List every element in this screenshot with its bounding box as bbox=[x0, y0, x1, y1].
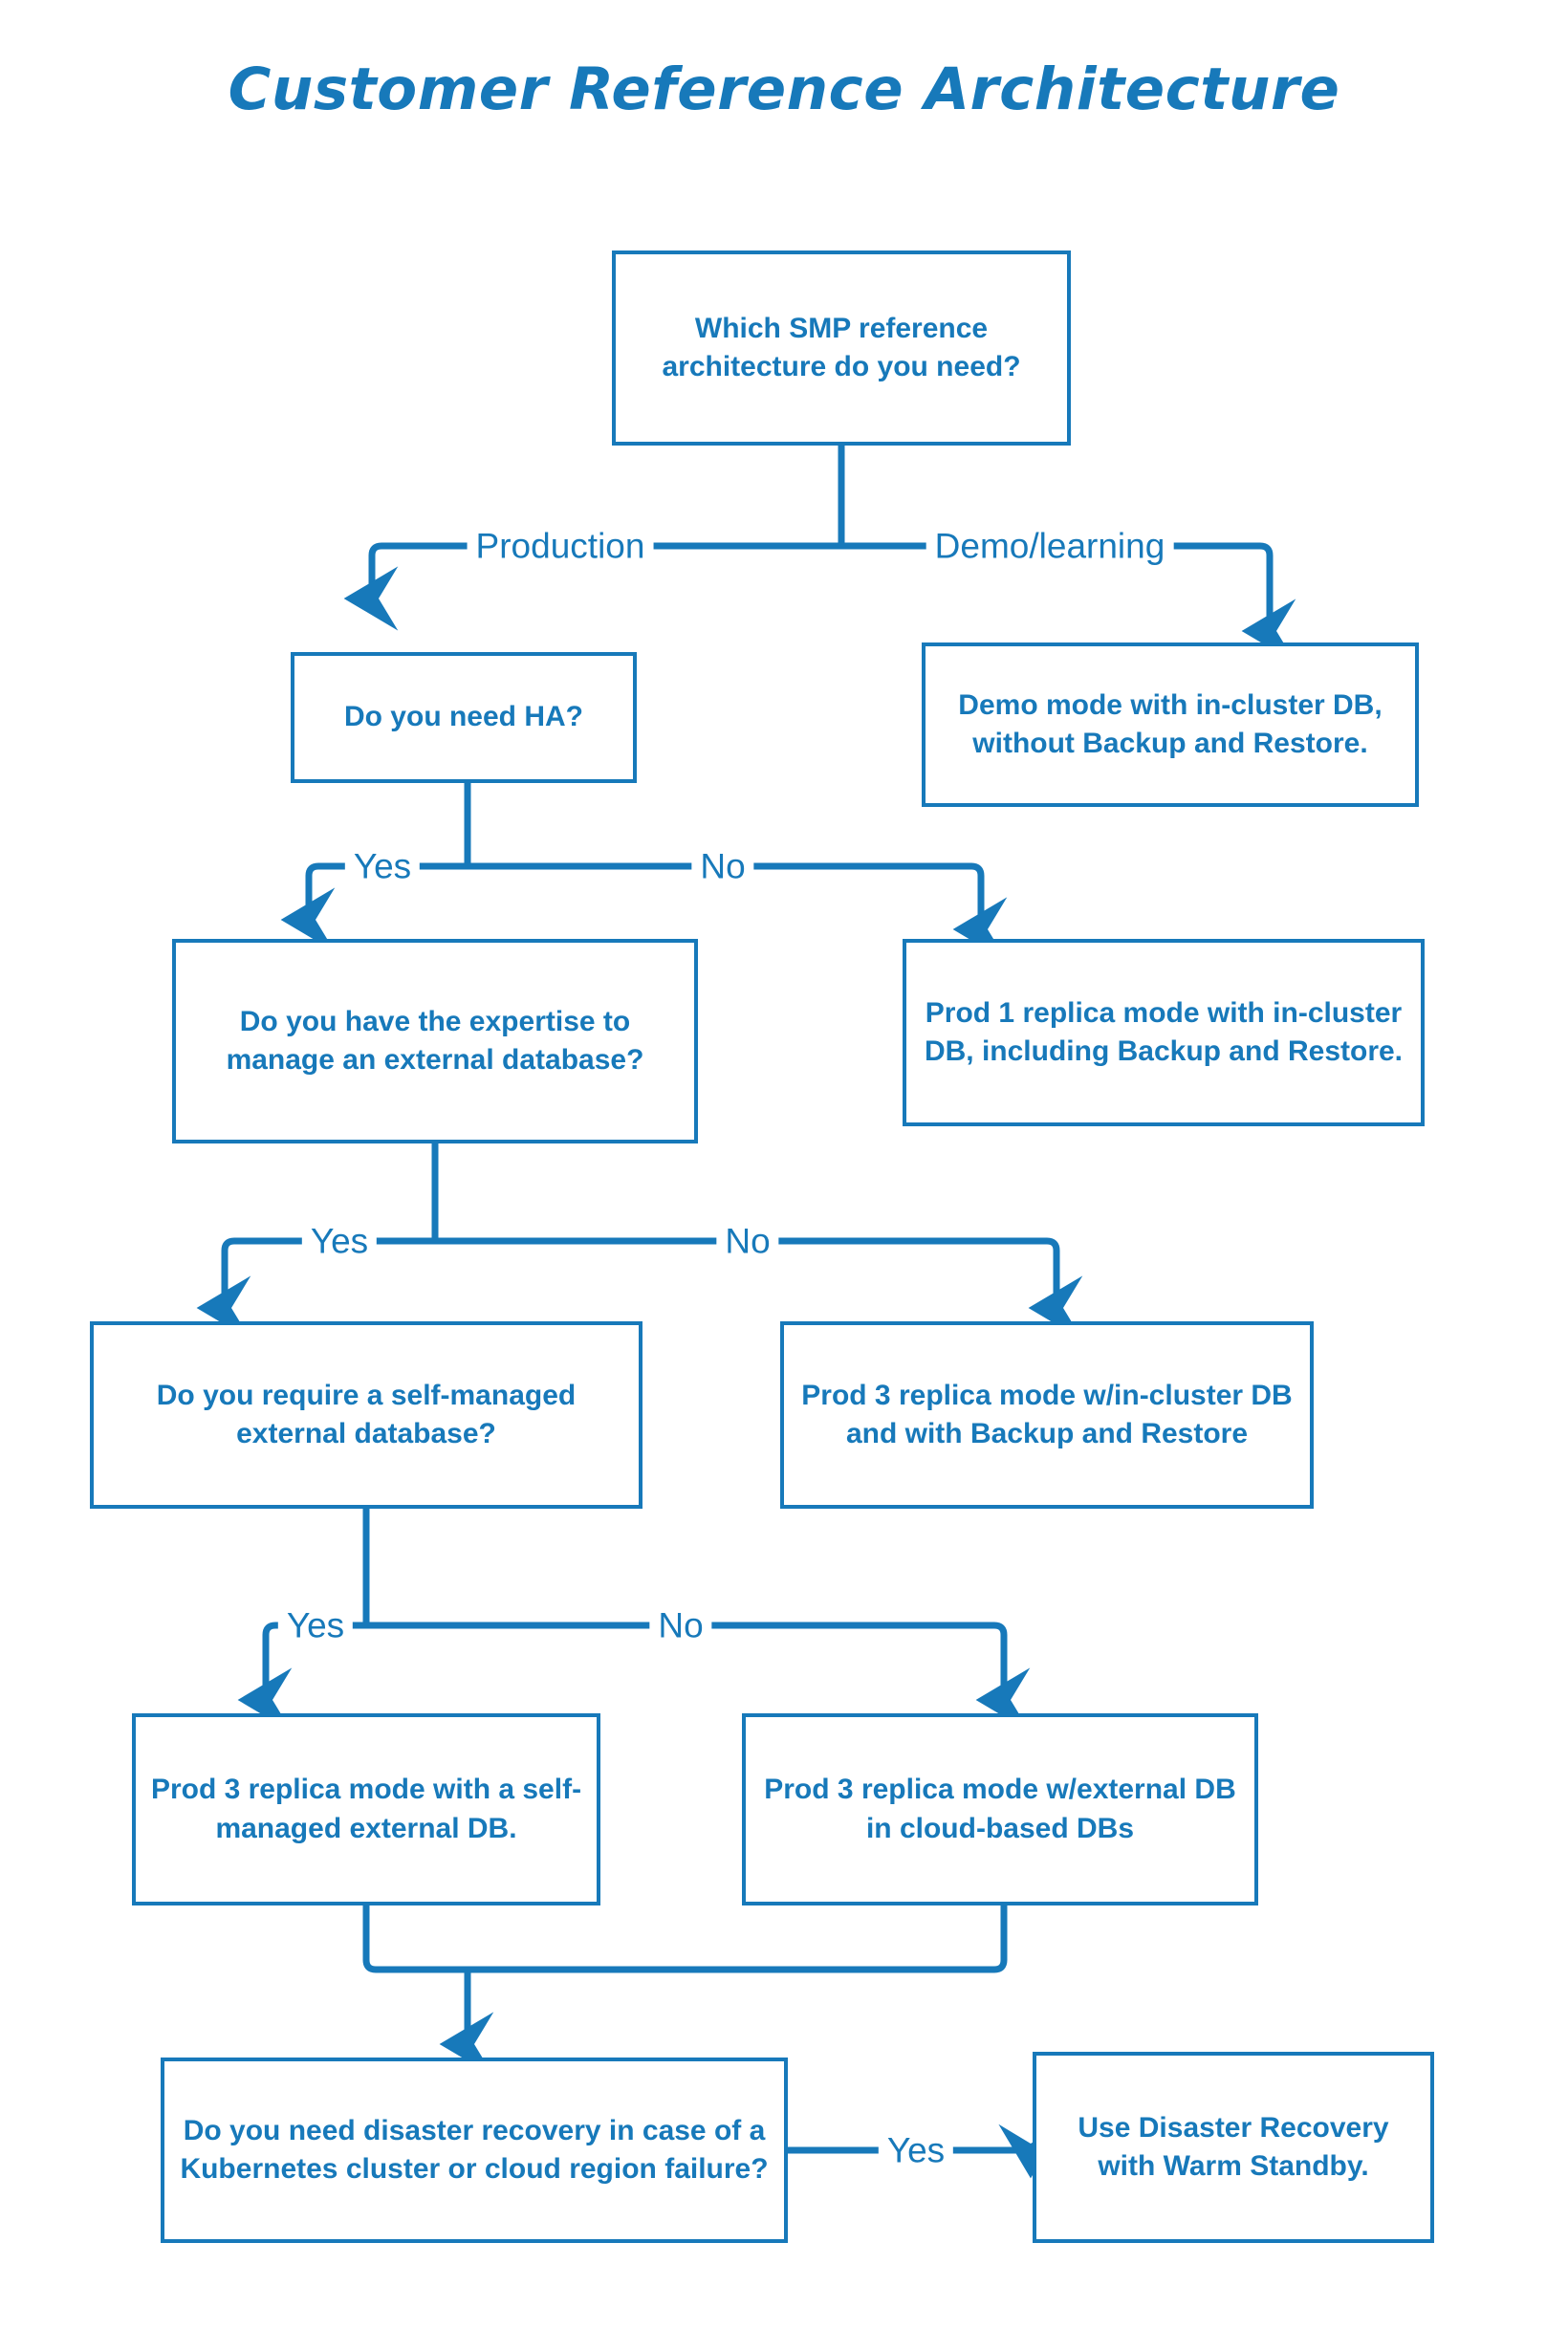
edge-label-production: Production bbox=[467, 528, 654, 564]
node-do-you-need-ha[interactable]: Do you need HA? bbox=[291, 652, 637, 783]
edge-label-demo-learning: Demo/learning bbox=[926, 528, 1174, 564]
edge-label-expertise-yes: Yes bbox=[301, 1223, 378, 1259]
node-prod3-cloud-db-result[interactable]: Prod 3 replica mode w/external DB in clo… bbox=[742, 1713, 1258, 1905]
node-label: Do you need HA? bbox=[343, 701, 583, 733]
node-label: Which SMP reference architecture do you … bbox=[662, 312, 1021, 382]
node-demo-mode-result[interactable]: Demo mode with in-cluster DB, without Ba… bbox=[922, 642, 1419, 807]
node-label: Prod 3 replica mode with a self-managed … bbox=[150, 1774, 582, 1844]
node-which-architecture[interactable]: Which SMP reference architecture do you … bbox=[612, 250, 1071, 446]
node-label: Use Disaster Recovery with Warm Standby. bbox=[1078, 2111, 1389, 2182]
node-prod1-replica-result[interactable]: Prod 1 replica mode with in-cluster DB, … bbox=[903, 939, 1425, 1126]
node-label: Demo mode with in-cluster DB, without Ba… bbox=[958, 688, 1383, 759]
node-label: Do you need disaster recovery in case of… bbox=[180, 2114, 769, 2185]
edge-label-ha-yes: Yes bbox=[344, 848, 421, 884]
edge-label-dr-yes: Yes bbox=[878, 2132, 954, 2168]
node-label: Do you have the expertise to manage an e… bbox=[226, 1005, 644, 1076]
node-label: Prod 1 replica mode with in-cluster DB, … bbox=[924, 996, 1404, 1067]
edge-label-ha-no: No bbox=[691, 848, 754, 884]
edge-label-expertise-no: No bbox=[716, 1223, 779, 1259]
edge-label-selfmanaged-no: No bbox=[649, 1607, 712, 1644]
node-disaster-recovery-question[interactable]: Do you need disaster recovery in case of… bbox=[161, 2058, 788, 2243]
edge-label-selfmanaged-yes: Yes bbox=[277, 1607, 354, 1644]
node-label: Prod 3 replica mode w/in-cluster DB and … bbox=[801, 1379, 1293, 1449]
node-prod3-incluster-result[interactable]: Prod 3 replica mode w/in-cluster DB and … bbox=[780, 1321, 1314, 1509]
edge-merge-bar bbox=[362, 1905, 1008, 1973]
node-label: Prod 3 replica mode w/external DB in clo… bbox=[764, 1774, 1236, 1844]
node-prod3-self-managed-result[interactable]: Prod 3 replica mode with a self-managed … bbox=[132, 1713, 600, 1905]
node-label: Do you require a self-managed external d… bbox=[156, 1379, 577, 1449]
page-title: Customer Reference Architecture bbox=[228, 55, 1340, 123]
node-warm-standby-result[interactable]: Use Disaster Recovery with Warm Standby. bbox=[1033, 2052, 1434, 2243]
node-external-db-expertise[interactable]: Do you have the expertise to manage an e… bbox=[172, 939, 698, 1143]
node-self-managed-external-db[interactable]: Do you require a self-managed external d… bbox=[90, 1321, 642, 1509]
